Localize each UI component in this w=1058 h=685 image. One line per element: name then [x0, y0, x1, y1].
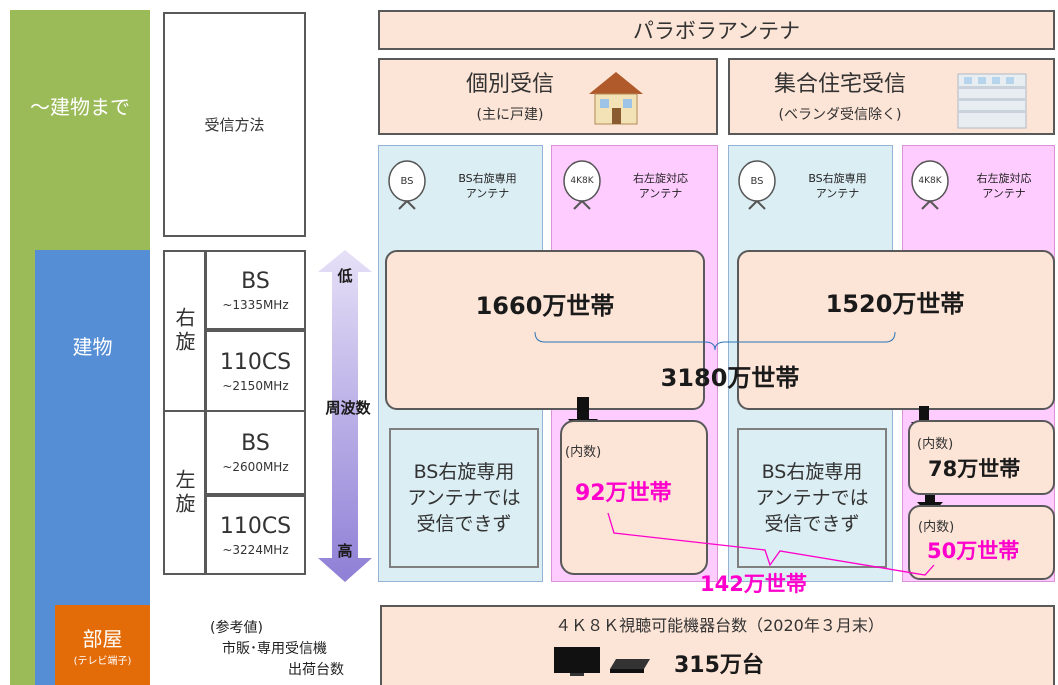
individual-left-rotation-box [560, 420, 708, 575]
collective-right-households: 1520万世帯 [825, 289, 965, 318]
band-freq: ~3224MHz [222, 542, 289, 557]
satellite-dish-icon [911, 160, 949, 210]
band-freq: ~2150MHz [222, 378, 289, 393]
band-freq: ~2600MHz [222, 460, 289, 474]
room-label: 部屋 [82, 627, 123, 651]
satellite-dish-icon [388, 160, 426, 210]
band-name: 110CS [219, 349, 292, 375]
naisu-label: (内数) [565, 445, 602, 460]
collective-left-cs-households: 50万世帯 [927, 539, 1020, 563]
individual-right-households: 1660万世帯 [475, 291, 615, 320]
parabola-antenna-header: パラボラアンテナ [378, 10, 1055, 50]
parabola-antenna-label: パラボラアンテナ [632, 19, 801, 43]
cannot-receive-label: BS右旋専用 アンテナでは 受信できず [407, 461, 521, 535]
individual-cannot-receive-box: BS右旋専用 アンテナでは 受信できず [389, 428, 539, 568]
4k8k-antenna-label: 右左旋対応 アンテナ [633, 172, 688, 200]
bs-antenna-label: BS右旋専用 アンテナ [458, 172, 517, 200]
collective-left-bs-households: 78万世帯 [928, 457, 1021, 481]
right-total-bracket [534, 331, 896, 351]
frequency-arrow [318, 250, 372, 582]
naisu-label: (内数) [918, 520, 955, 535]
right-rotation-box: 右旋 [163, 250, 206, 412]
band-name: 110CS [219, 513, 292, 539]
collective-left-bs-box [908, 420, 1055, 495]
tuner-icon [610, 659, 650, 673]
left-total-households: 142万世帯 [700, 572, 807, 596]
to-building-label: ～建物まで [30, 94, 130, 119]
collective-reception-header: 集合住宅受信 (ベランダ受信除く) [728, 58, 1055, 135]
apartment-icon [957, 73, 1027, 129]
bs-antenna-header-individual: BS BS右旋専用 アンテナ [385, 155, 540, 215]
band-box-cs-right: 110CS ~2150MHz [205, 330, 306, 412]
reference-title: ４Ｋ８Ｋ視聴可能機器台数（2020年３月末） [555, 616, 884, 635]
cannot-receive-label: BS右旋専用 アンテナでは 受信できず [755, 461, 869, 535]
frequency-low: 低 [337, 266, 353, 285]
satellite-dish-label: 4K8K [918, 176, 942, 186]
left-rotation-box: 左旋 [163, 410, 206, 575]
room-sublabel: (テレビ端子) [73, 656, 132, 667]
room-box: 部屋 (テレビ端子) [55, 605, 150, 685]
individual-reception-sublabel: (主に戸建) [476, 107, 544, 123]
collective-reception-sublabel: (ベランダ受信除く) [778, 107, 902, 123]
4k8k-antenna-header-individual: 4K8K 右左旋対応 アンテナ [560, 155, 715, 215]
bs-antenna-header-collective: BS BS右旋専用 アンテナ [735, 155, 890, 215]
individual-reception-label: 個別受信 [465, 72, 554, 97]
band-box-bs-left: BS ~2600MHz [205, 410, 306, 495]
reference-box: ４Ｋ８Ｋ視聴可能機器台数（2020年３月末） 315万台 [380, 605, 1055, 685]
reference-value: 315万台 [674, 653, 764, 678]
band-name: BS [241, 268, 270, 294]
collective-cannot-receive-box: BS右旋専用 アンテナでは 受信できず [737, 428, 887, 568]
building-label: 建物 [72, 334, 113, 359]
band-box-bs-right: BS ~1335MHz [205, 250, 306, 330]
frequency-high: 高 [337, 541, 353, 560]
satellite-dish-label: BS [400, 175, 414, 187]
band-name: BS [241, 431, 270, 456]
satellite-dish-label: BS [750, 175, 764, 187]
satellite-dish-label: 4K8K [570, 176, 594, 186]
frequency-label: 周波数 [325, 398, 371, 417]
satellite-dish-icon [563, 160, 601, 210]
house-icon [589, 72, 643, 125]
left-total-bracket [607, 512, 935, 576]
reception-method-header: 受信方法 [163, 12, 306, 237]
reception-method-label: 受信方法 [204, 116, 265, 134]
individual-left-households: 92万世帯 [575, 481, 672, 506]
band-freq: ~1335MHz [222, 297, 289, 312]
4k8k-antenna-label: 右左旋対応 アンテナ [976, 172, 1032, 200]
right-rotation-label: 右旋 [172, 307, 196, 355]
reference-label-3: 出荷台数 [288, 662, 344, 678]
band-box-cs-left: 110CS ~3224MHz [205, 495, 306, 575]
individual-reception-header: 個別受信 (主に戸建) [378, 58, 718, 135]
satellite-dish-icon [738, 160, 776, 210]
bs-antenna-label: BS右旋専用 アンテナ [808, 172, 867, 200]
tv-icon [554, 647, 600, 676]
4k8k-antenna-header-collective: 4K8K 右左旋対応 アンテナ [908, 155, 1055, 215]
collective-reception-label: 集合住宅受信 [773, 72, 906, 97]
naisu-label: (内数) [917, 437, 954, 452]
reference-label-2: 市販･専用受信機 [222, 641, 327, 657]
individual-right-rotation-box [385, 250, 705, 410]
right-total-households: 3180万世帯 [660, 363, 800, 392]
left-rotation-label: 左旋 [172, 468, 196, 517]
collective-right-rotation-box [737, 250, 1055, 410]
reference-label-1: (参考値) [210, 620, 263, 636]
